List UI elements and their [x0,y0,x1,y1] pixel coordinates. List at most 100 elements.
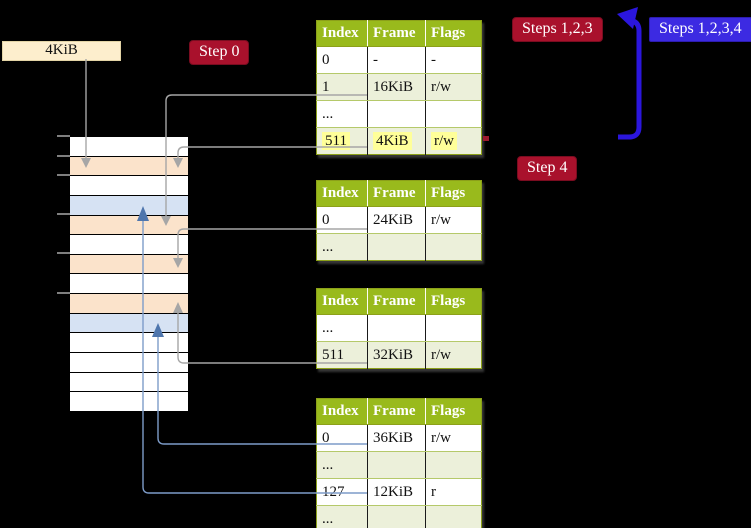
memory-frame-row [70,137,188,157]
red-mark [483,136,489,141]
memory-frame-row [70,333,188,354]
physical-memory-strip [69,136,189,412]
column-header: Index [316,180,368,207]
column-header: Flags [425,20,482,47]
memory-frame-row [70,372,188,393]
page-size-box: 4KiB [2,41,121,61]
table-cell [425,233,482,261]
table-row: ... [316,100,482,128]
highlighted-value: r/w [431,131,457,150]
memory-frame-row [70,313,188,334]
memory-frame-row [70,392,188,411]
table-cell: ... [316,314,368,342]
table-cell: 0 [316,206,368,234]
column-header: Index [316,288,368,315]
column-header: Frame [367,288,426,315]
steps-1234-badge: Steps 1,2,3,4 [649,17,751,42]
table-row: 0-- [316,46,482,74]
memory-frame-row [70,195,188,216]
table-cell: 0 [316,46,368,74]
big-loop-arrowhead-icon [617,7,638,29]
big-loop-arrow [617,7,642,140]
steps-123-badge: Steps 1,2,3 [512,17,603,42]
memory-frame-row [70,294,188,314]
table-row: ... [316,451,482,479]
table-cell [425,314,482,342]
table-cell [425,100,482,128]
memory-frame-row [70,156,188,177]
memory-tick [57,213,70,216]
step-4-badge: Step 4 [517,156,578,181]
memory-frame-row [70,235,188,255]
table-cell [425,505,482,528]
memory-tick [57,291,70,294]
table-cell [367,233,426,261]
memory-tick [57,174,70,177]
table-cell: ... [316,100,368,128]
column-header: Flags [425,398,482,425]
table-cell: r/w [425,424,482,452]
memory-tick [57,252,70,255]
table-cell [367,100,426,128]
column-header: Frame [367,398,426,425]
table-cell: 4KiB [367,127,426,155]
table-cell: r/w [425,341,482,369]
table-cell: ... [316,451,368,479]
table-cell: 12KiB [367,478,426,506]
table-cell: 16KiB [367,73,426,101]
memory-frame-row [70,274,188,295]
column-header: Frame [367,20,426,47]
table-row: 511 4KiB r/w [316,127,482,155]
table-cell: 32KiB [367,341,426,369]
table-cell [367,505,426,528]
column-header: Flags [425,288,482,315]
table-cell: r/w [425,206,482,234]
table-cell: 36KiB [367,424,426,452]
step-0-badge: Step 0 [189,40,250,65]
column-header: Index [316,398,368,425]
table-cell: ... [316,505,368,528]
table-row: ... [316,233,482,261]
table-cell: 511 [316,341,368,369]
table-row: ... [316,314,482,342]
table-cell: r/w [425,73,482,101]
memory-frame-row [70,254,188,275]
table-row: ... [316,505,482,528]
table-cell: ... [316,233,368,261]
table-cell: r [425,478,482,506]
table-cell [367,451,426,479]
memory-tick [57,154,70,157]
table-cell: 1 [316,73,368,101]
table-cell: - [425,46,482,74]
table-cell: 0 [316,424,368,452]
highlighted-value: 4KiB [373,131,412,150]
memory-frame-row [70,353,188,373]
highlighted-value: 511 [322,131,350,150]
memory-tick [57,135,70,137]
table-cell: - [367,46,426,74]
column-header: Index [316,20,368,47]
table-cell [367,314,426,342]
table-cell [425,451,482,479]
table-cell: 511 [316,127,368,155]
table-cell: 24KiB [367,206,426,234]
memory-frame-row [70,176,188,196]
table-cell: 127 [316,478,368,506]
column-header: Flags [425,180,482,207]
memory-frame-row [70,215,188,236]
big-loop-arrow-shaft [618,17,642,140]
